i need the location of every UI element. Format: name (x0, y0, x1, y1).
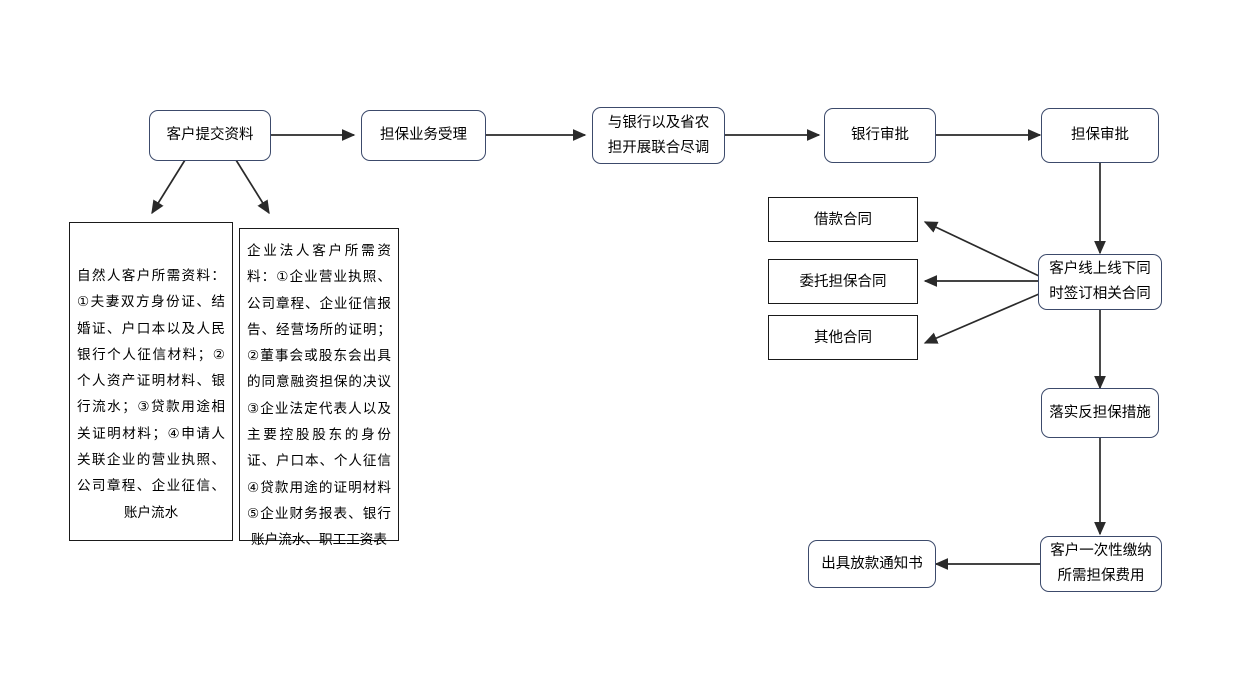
node-issue-loan-notice-label: 出具放款通知书 (821, 555, 923, 572)
node-sign-contracts-label: 客户线上线下同时签订相关合同 (1049, 261, 1151, 302)
node-legal-entity-documents-label: 企业法人客户所需资料：①企业营业执照、公司章程、企业征信报告、经营场所的证明；②… (247, 243, 391, 548)
edge-submit-to-natural-docs (151, 159, 186, 215)
node-submit-documents[interactable]: 客户提交资料 (149, 110, 271, 161)
node-submit-documents-label: 客户提交资料 (166, 127, 254, 143)
node-other-contract[interactable]: 其他合同 (768, 315, 918, 360)
node-entrusted-guarantee-contract-label: 委托担保合同 (799, 273, 887, 290)
node-natural-person-documents-label: 自然人客户所需资料：①夫妻双方身份证、结婚证、户口本以及人民银行个人征信材料；②… (77, 268, 225, 520)
node-guarantee-approval[interactable]: 担保审批 (1041, 108, 1159, 163)
node-counter-guarantee-label: 落实反担保措施 (1049, 404, 1151, 421)
node-loan-contract-label: 借款合同 (814, 211, 872, 228)
node-loan-contract[interactable]: 借款合同 (768, 197, 918, 242)
node-entrusted-guarantee-contract[interactable]: 委托担保合同 (768, 259, 918, 304)
node-guarantee-approval-label: 担保审批 (1071, 127, 1129, 143)
node-bank-approval-label: 银行审批 (851, 127, 909, 143)
node-issue-loan-notice[interactable]: 出具放款通知书 (808, 540, 936, 588)
node-pay-guarantee-fee[interactable]: 客户一次性缴纳所需担保费用 (1040, 536, 1162, 592)
node-joint-due-diligence[interactable]: 与银行以及省农担开展联合尽调 (592, 107, 725, 164)
node-sign-contracts[interactable]: 客户线上线下同时签订相关合同 (1038, 254, 1162, 310)
node-other-contract-label: 其他合同 (814, 329, 872, 346)
node-bank-approval[interactable]: 银行审批 (824, 108, 936, 163)
node-guarantee-acceptance[interactable]: 担保业务受理 (361, 110, 486, 161)
node-counter-guarantee[interactable]: 落实反担保措施 (1041, 388, 1159, 438)
edge-submit-to-entity-docs (235, 159, 270, 215)
edge-sign-to-loan-contract (923, 221, 1040, 277)
edge-sign-to-other-contract (923, 293, 1040, 344)
node-joint-due-diligence-label: 与银行以及省农担开展联合尽调 (607, 114, 710, 156)
node-pay-guarantee-fee-label: 客户一次性缴纳所需担保费用 (1050, 543, 1152, 584)
node-legal-entity-documents[interactable]: 企业法人客户所需资料：①企业营业执照、公司章程、企业征信报告、经营场所的证明；②… (239, 228, 399, 547)
node-guarantee-acceptance-label: 担保业务受理 (380, 127, 467, 143)
node-natural-person-documents[interactable]: 自然人客户所需资料：①夫妻双方身份证、结婚证、户口本以及人民银行个人征信材料；②… (69, 222, 233, 541)
